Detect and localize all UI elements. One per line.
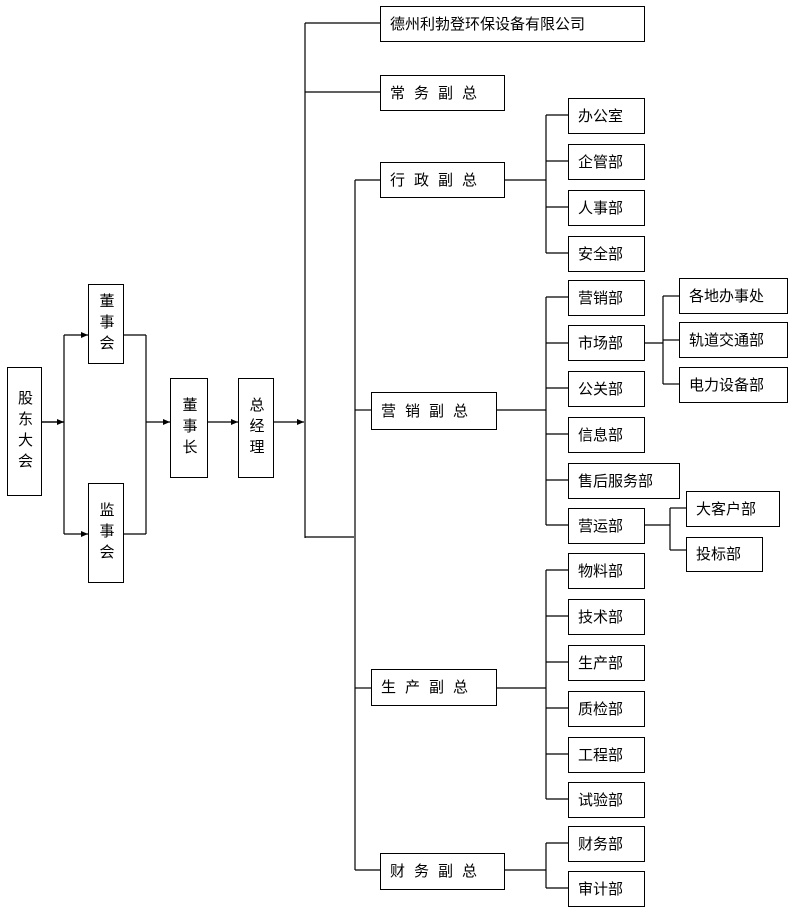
node-production-dept: 试验部 <box>568 782 645 818</box>
node-market-sub: 电力设备部 <box>679 367 788 403</box>
node-shareholders: 股东大会 <box>7 367 42 496</box>
node-admin-dept: 办公室 <box>568 98 645 134</box>
node-vp-finance: 财务副总 <box>380 853 505 890</box>
node-vp-admin: 行政副总 <box>380 162 505 198</box>
node-marketing-dept: 信息部 <box>568 417 645 453</box>
node-admin-dept: 人事部 <box>568 190 645 226</box>
node-market-sub: 轨道交通部 <box>679 322 788 358</box>
node-production-dept: 生产部 <box>568 645 645 681</box>
node-ops-sub: 大客户部 <box>686 491 780 527</box>
node-vp-executive: 常务副总 <box>380 75 505 111</box>
node-vp-production: 生产副总 <box>371 669 497 706</box>
node-marketing-dept: 售后服务部 <box>568 463 680 499</box>
node-gm: 总经理 <box>238 378 274 478</box>
node-production-dept: 工程部 <box>568 737 645 773</box>
node-production-dept: 质检部 <box>568 691 645 727</box>
node-marketing-dept: 市场部 <box>568 325 645 361</box>
node-marketing-dept: 营运部 <box>568 508 645 544</box>
node-chairman: 董事长 <box>170 378 208 478</box>
node-finance-dept: 财务部 <box>568 826 645 862</box>
node-marketing-dept: 营销部 <box>568 280 645 316</box>
node-board: 董事会 <box>88 284 124 364</box>
node-vp-marketing: 营销副总 <box>371 392 497 430</box>
node-admin-dept: 安全部 <box>568 236 645 272</box>
node-admin-dept: 企管部 <box>568 144 645 180</box>
node-supervisors: 监事会 <box>88 483 124 583</box>
node-production-dept: 技术部 <box>568 599 645 635</box>
node-marketing-dept: 公关部 <box>568 371 645 407</box>
node-company: 德州利勃登环保设备有限公司 <box>380 6 645 42</box>
node-market-sub: 各地办事处 <box>679 278 788 314</box>
node-production-dept: 物料部 <box>568 553 645 589</box>
node-ops-sub: 投标部 <box>686 537 763 572</box>
node-finance-dept: 审计部 <box>568 871 645 907</box>
